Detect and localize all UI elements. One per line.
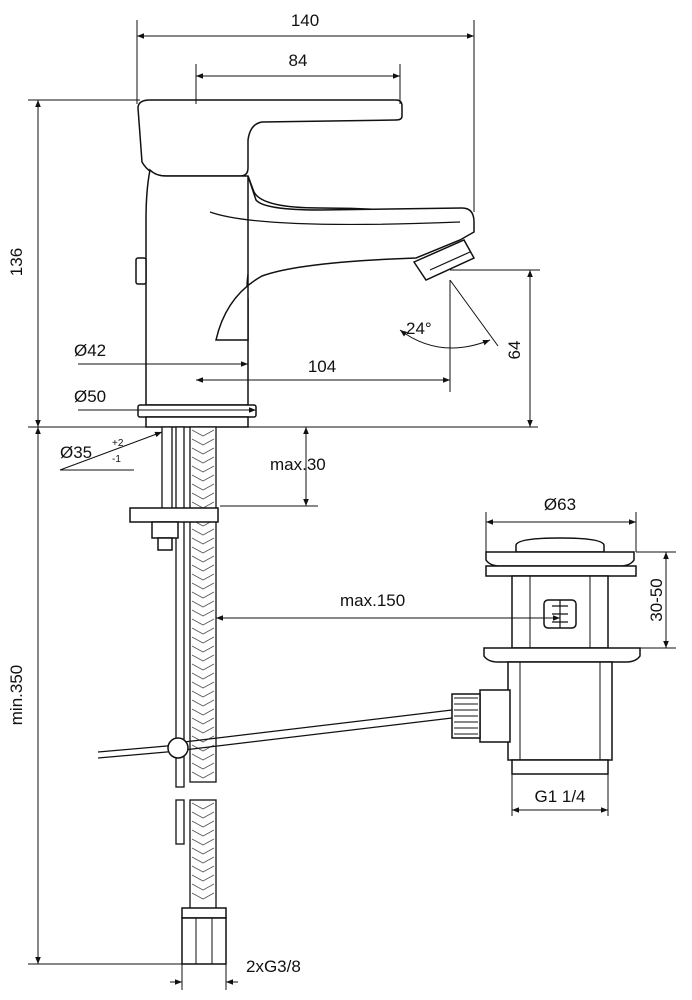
dim-height: 136 [7,248,26,276]
dimension-lines [28,20,676,990]
dim-waste-reach: max.150 [340,591,405,610]
dim-body-diameter: Ø42 [74,341,106,360]
faucet [135,99,476,428]
aerator [412,239,476,281]
lever-handle [137,99,403,177]
dim-deck-thickness: max.30 [270,455,326,474]
dim-overall-width: 140 [291,11,319,30]
spout [215,175,475,341]
pop-up-waste [451,537,641,775]
dim-spout-height: 64 [505,341,524,360]
hose-nut [181,907,227,965]
dim-waste-thread: G1 1/4 [534,787,585,806]
mounting-plate [129,507,219,523]
dimension-labels: 140 84 136 min.350 64 104 24° Ø42 Ø50 Ø3… [7,11,666,976]
supply-hoses [97,426,453,965]
dim-lever-length: 84 [289,51,308,70]
dim-hole-diameter: Ø35 [60,443,92,462]
faucet-body [145,168,441,406]
body-button [135,257,147,285]
dim-hose-length: min.350 [7,665,26,725]
dim-hole-tol-lower: -1 [112,454,121,465]
dim-hole-tol-upper: +2 [112,438,124,449]
dim-base-diameter: Ø50 [74,387,106,406]
dim-waste-height: 30-50 [647,578,666,621]
dim-spout-reach: 104 [308,357,336,376]
dim-waste-diameter: Ø63 [544,495,576,514]
faucet-base [137,404,257,418]
dim-spout-angle: 24° [406,319,432,338]
dim-hose-thread: 2xG3/8 [246,957,301,976]
